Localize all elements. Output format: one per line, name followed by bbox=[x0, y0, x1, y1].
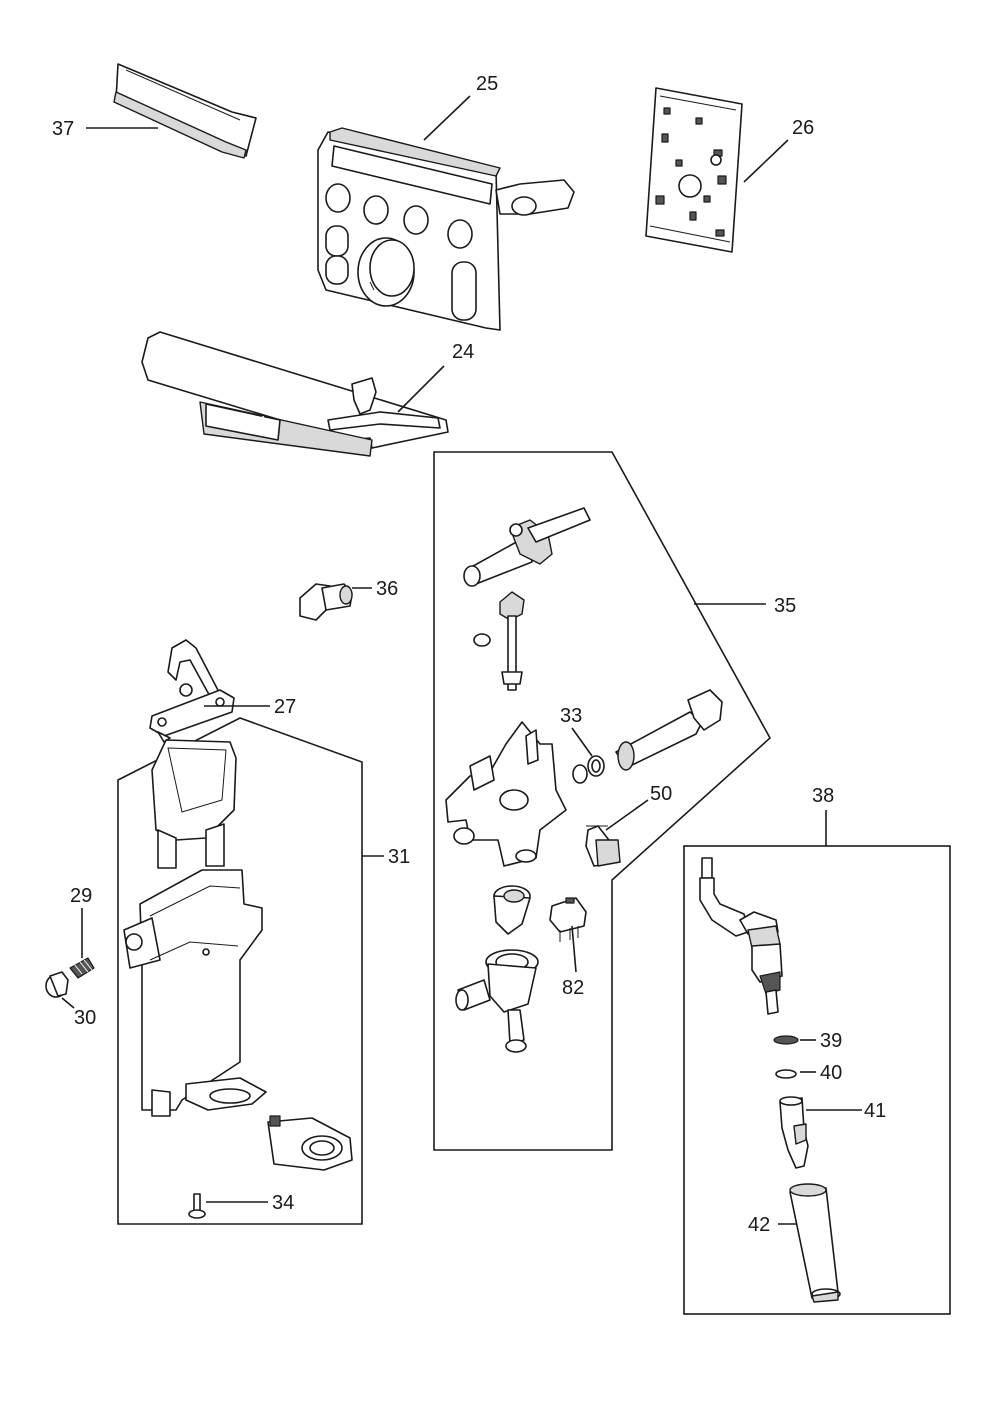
group-31-outline bbox=[117, 717, 363, 1225]
part-31-main-tank-frame bbox=[123, 869, 267, 1117]
brand-logo: DeLonghi bbox=[214, 413, 265, 427]
label-41: 41 bbox=[864, 1100, 886, 1122]
part-25-control-panel bbox=[317, 127, 575, 331]
part-82-micro-switch bbox=[549, 897, 587, 942]
label-42: 42 bbox=[748, 1214, 770, 1236]
part-35-upper-shaft bbox=[463, 507, 591, 587]
label-30: 30 bbox=[74, 1007, 96, 1029]
part-38-elbow-connector bbox=[699, 857, 783, 1015]
part-31-water-tube-holder bbox=[151, 739, 237, 869]
label-40: 40 bbox=[820, 1062, 842, 1084]
leader-82 bbox=[571, 925, 577, 973]
part-41-nozzle bbox=[779, 1096, 809, 1169]
leader-25 bbox=[423, 95, 471, 141]
label-36: 36 bbox=[376, 578, 398, 600]
part-27-bracket bbox=[149, 639, 235, 743]
part-35-small-washer bbox=[473, 633, 491, 647]
label-29: 29 bbox=[70, 885, 92, 907]
part-24-front-trim: DeLonghi bbox=[141, 331, 449, 457]
label-33: 33 bbox=[560, 705, 582, 727]
part-35-lower-valve bbox=[455, 949, 539, 1053]
part-36-clip bbox=[299, 583, 353, 621]
part-31-tray-plate bbox=[267, 1115, 353, 1171]
leader-26 bbox=[743, 139, 789, 183]
label-50: 50 bbox=[650, 783, 672, 805]
part-35-brew-housing bbox=[445, 721, 567, 867]
label-37: 37 bbox=[52, 118, 74, 140]
leader-50 bbox=[605, 799, 649, 831]
part-33-o-rings bbox=[572, 755, 605, 784]
label-24: 24 bbox=[452, 341, 474, 363]
part-35-gear-pin bbox=[499, 591, 525, 691]
part-50-lever-cap bbox=[585, 825, 621, 867]
label-27: 27 bbox=[274, 696, 296, 718]
group-38-outline bbox=[683, 845, 951, 1315]
leader-33 bbox=[571, 727, 593, 757]
part-26-circuit-board bbox=[645, 87, 743, 253]
part-35-funnel bbox=[493, 885, 531, 935]
label-26: 26 bbox=[792, 117, 814, 139]
part-35-side-shaft bbox=[615, 689, 723, 771]
label-31: 31 bbox=[388, 846, 410, 868]
part-40-seal bbox=[775, 1069, 797, 1079]
leader-30 bbox=[61, 997, 75, 1009]
part-42-tube bbox=[789, 1183, 841, 1303]
leader-24 bbox=[397, 365, 445, 413]
label-39: 39 bbox=[820, 1030, 842, 1052]
group-35-outline bbox=[433, 451, 772, 1151]
part-29-spring bbox=[69, 957, 95, 979]
part-39-seal bbox=[773, 1035, 799, 1045]
label-82: 82 bbox=[562, 977, 584, 999]
part-34-screw bbox=[188, 1193, 206, 1219]
label-34: 34 bbox=[272, 1192, 294, 1214]
part-37-cover-strip bbox=[113, 63, 257, 159]
label-35: 35 bbox=[774, 595, 796, 617]
label-38: 38 bbox=[812, 785, 834, 807]
part-30-cap bbox=[45, 971, 69, 998]
label-25: 25 bbox=[476, 73, 498, 95]
